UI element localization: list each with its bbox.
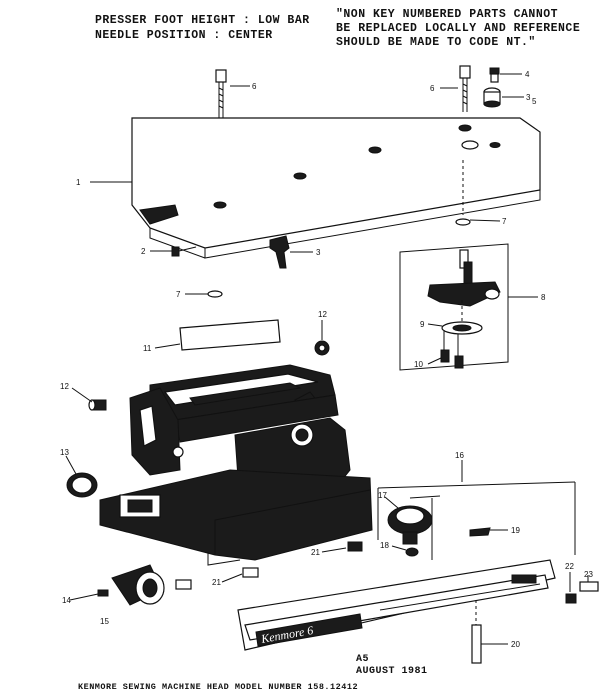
callout-18: 18: [380, 541, 389, 550]
callout-16: 16: [455, 451, 464, 460]
callout-6-left: 6: [252, 82, 257, 91]
label-part-23: [579, 581, 599, 592]
callout-17: 17: [378, 491, 387, 500]
screw-part-22: [565, 593, 577, 604]
callout-labels: 1 2 3 3 4 5 6 6 7 7 8 9 10 11 12 12 13 1…: [60, 70, 593, 649]
lever-part-3: [269, 235, 290, 269]
callout-2: 2: [141, 247, 146, 256]
screw-part-2: [171, 246, 197, 257]
callout-7-right: 7: [502, 217, 507, 226]
rod-part-20: [471, 600, 482, 664]
front-panel-assembly: [237, 481, 576, 651]
screw-part-4: [489, 67, 500, 83]
callout-7-left: 7: [176, 290, 181, 299]
callout-5: 5: [532, 97, 537, 106]
parts-note-line2: BE REPLACED LOCALLY AND REFERENCE: [336, 22, 581, 35]
screw-part-6-right: [459, 65, 471, 112]
bushing-part-5: [483, 87, 501, 108]
callout-3: 3: [316, 248, 321, 257]
parts-note-line1: "NON KEY NUMBERED PARTS CANNOT: [336, 8, 559, 21]
callout-21-left: 21: [212, 578, 221, 587]
model-caption: KENMORE SEWING MACHINE HEAD MODEL NUMBER…: [78, 682, 359, 692]
pad-part-11: [179, 319, 281, 351]
washer-part-18: [405, 547, 419, 557]
callout-13: 13: [60, 448, 69, 457]
callout-12-left: 12: [60, 382, 69, 391]
dial-part-17: [387, 495, 441, 560]
callout-11: 11: [143, 344, 152, 353]
callout-19: 19: [511, 526, 520, 535]
callout-21-right: 21: [311, 548, 320, 557]
cover-part-13: [66, 472, 98, 498]
handwheel-part-15: [111, 564, 165, 606]
callout-20: 20: [511, 640, 520, 649]
leader-lines: [65, 73, 589, 645]
callout-12-top: 12: [318, 310, 327, 319]
callout-14: 14: [62, 596, 71, 605]
screw-part-14: [97, 589, 109, 597]
callout-10: 10: [414, 360, 423, 369]
callout-4: 4: [525, 70, 530, 79]
washer-part-7-left: [207, 290, 223, 298]
clip-part-19: [469, 527, 491, 537]
callout-22: 22: [565, 562, 574, 571]
needle-position-label: NEEDLE POSITION : CENTER: [95, 29, 273, 42]
knob-part-12-left: [88, 399, 107, 411]
callout-8: 8: [541, 293, 546, 302]
knob-part-12-top: [314, 340, 330, 356]
top-cover-part: [131, 117, 541, 259]
callout-9: 9: [420, 320, 425, 329]
washer-part-7-right: [455, 218, 471, 226]
plate-part-21-right: [347, 541, 363, 552]
callout-3-alt: 3: [526, 93, 531, 102]
callout-6-right: 6: [430, 84, 435, 93]
revision-date: AUGUST 1981: [356, 666, 428, 677]
parts-note-line3: SHOULD BE MADE TO CODE NT.": [336, 36, 536, 49]
bracket-assembly-box: [399, 243, 509, 371]
sewing-machine-head: [99, 364, 373, 566]
plate-part-21-left: [175, 579, 192, 590]
screw-part-6: [215, 69, 227, 118]
callout-15: 15: [100, 617, 109, 626]
plate-part-21-mid: [242, 567, 259, 578]
page-code: A5: [356, 654, 370, 665]
callout-1: 1: [76, 178, 81, 187]
presser-foot-height-label: PRESSER FOOT HEIGHT : LOW BAR: [95, 14, 310, 27]
callout-23: 23: [584, 570, 593, 579]
